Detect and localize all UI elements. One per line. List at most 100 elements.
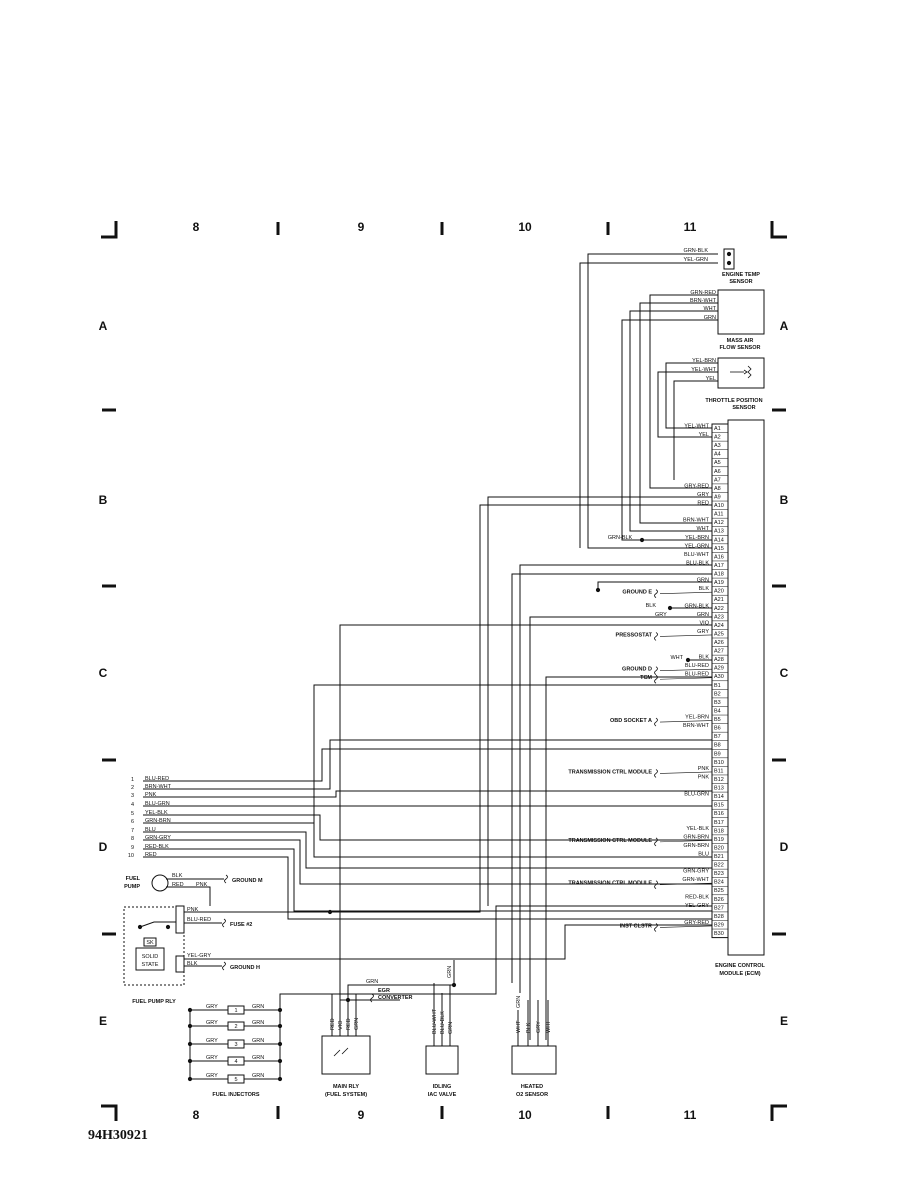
wire-label: BLK bbox=[187, 961, 198, 967]
o2-sensor-body bbox=[511, 1045, 557, 1075]
pin-dot bbox=[726, 251, 732, 257]
grid-column-label-top: 8 bbox=[193, 220, 200, 234]
wire-label: GRN bbox=[516, 996, 522, 1008]
wire-engine-temp-yel-grn bbox=[579, 262, 718, 548]
fuel-injectors-name: FUEL INJECTORS bbox=[212, 1092, 259, 1098]
ecm-pin-number: B8 bbox=[714, 743, 721, 749]
ecm-pin-number: A23 bbox=[714, 614, 724, 620]
ground-hook-icon bbox=[222, 918, 226, 928]
ecm-pin-destination: GROUND D bbox=[622, 667, 652, 673]
ecm-pin-number: B3 bbox=[714, 700, 721, 706]
harness-number: 2 bbox=[131, 785, 134, 791]
ecm-pin-number: B4 bbox=[714, 708, 721, 714]
corner-mark bbox=[770, 1104, 787, 1121]
harness-wire bbox=[143, 839, 712, 885]
solid-state-module bbox=[135, 947, 165, 971]
ecm-pin-number: B22 bbox=[714, 863, 724, 869]
ecm-pin-destination: TRANSMISSION CTRL MODULE bbox=[568, 769, 652, 775]
ground-label: GROUND H bbox=[230, 965, 260, 971]
ecm-pin-number: A29 bbox=[714, 666, 724, 672]
harness-wire bbox=[143, 856, 712, 920]
ecm-pin-wire-label: GRN bbox=[697, 612, 709, 618]
harness-number: 5 bbox=[131, 811, 134, 817]
wire-label: GRN bbox=[252, 1020, 264, 1026]
ecm-pin-wire-label: VIO bbox=[700, 620, 710, 626]
wire-tps-yel-brn bbox=[665, 362, 718, 429]
ecm-pin-destination: TRANSMISSION CTRL MODULE bbox=[568, 838, 652, 844]
ecm-name: ENGINE CONTROL bbox=[715, 963, 765, 969]
wire-label: YEL-WHT bbox=[691, 367, 716, 373]
o2-name: O2 SENSOR bbox=[516, 1092, 548, 1098]
wire-a30-blu-red bbox=[313, 684, 712, 840]
wire-label: BLK bbox=[646, 603, 657, 609]
ecm-pin-wire-label: GRN-BRN bbox=[683, 834, 709, 840]
connector-hook-icon bbox=[654, 837, 658, 847]
o2-wire-label: WHT bbox=[546, 1020, 552, 1033]
wire-main-relay-grn bbox=[347, 984, 454, 1000]
ecm-pin-number: A7 bbox=[714, 477, 721, 483]
wire-label: GRN-BLK bbox=[684, 248, 709, 254]
wire-a23-grn bbox=[529, 616, 712, 1040]
ecm-pin-lead bbox=[659, 925, 713, 928]
main-relay-wire-label: RED bbox=[346, 1018, 352, 1030]
ecm-pin-lead bbox=[659, 771, 713, 774]
tps-name: SENSOR bbox=[732, 405, 755, 411]
ecm-pin-wire-label: BLU bbox=[698, 852, 709, 858]
grid-row-label-left: A bbox=[99, 319, 108, 333]
wire-label: GRN-RED bbox=[690, 290, 716, 296]
ecm-pin-number: B18 bbox=[714, 828, 724, 834]
grid-column-label-bottom: 8 bbox=[193, 1108, 200, 1122]
ecm-pin-number: A1 bbox=[714, 426, 721, 432]
wire-tps-yel bbox=[673, 380, 718, 480]
ecm-pin-wire-label: WHT bbox=[696, 526, 709, 532]
grid-row-label-right: A bbox=[780, 319, 789, 333]
iac-name: IAC VALVE bbox=[428, 1092, 457, 1098]
ecm-pin-number: A18 bbox=[714, 572, 724, 578]
document-id: 94H30921 bbox=[88, 1128, 148, 1143]
wire-label: GRY bbox=[206, 1055, 218, 1061]
harness-wire bbox=[143, 814, 712, 841]
ecm-pin-number: A20 bbox=[714, 589, 724, 595]
ecm-pin-lead bbox=[659, 840, 713, 843]
ecm-pin-wire-label: GRN-WHT bbox=[682, 877, 709, 883]
wire-label: GRN bbox=[252, 1038, 264, 1044]
harness-wire bbox=[143, 790, 712, 798]
harness-wire bbox=[143, 739, 712, 790]
wire-label: BLK bbox=[172, 873, 183, 879]
corner-mark bbox=[101, 221, 118, 239]
pin-dot bbox=[726, 260, 732, 266]
ecm-pin-number: B13 bbox=[714, 786, 724, 792]
wire-label: GRY bbox=[206, 1004, 218, 1010]
ecm-pin-number: B26 bbox=[714, 897, 724, 903]
ecm-pin-wire-label: RED-BLK bbox=[685, 894, 709, 900]
fuel-pump-relay-name: FUEL PUMP RLY bbox=[132, 999, 176, 1005]
ecm-pin-number: B15 bbox=[714, 803, 724, 809]
wire-tps-yel-wht bbox=[657, 371, 718, 438]
grid-tick bbox=[102, 758, 116, 762]
fuse-label: FUSE #2 bbox=[230, 922, 252, 928]
grid-tick bbox=[276, 222, 280, 235]
grid-row-label-left: D bbox=[99, 840, 108, 854]
wire-a9-gry bbox=[487, 496, 712, 906]
wire-a10-red bbox=[330, 504, 712, 913]
sk-label: SK bbox=[146, 940, 154, 946]
ecm-pin-wire-label: GRN-GRY bbox=[683, 869, 709, 875]
grid-row-label-right: D bbox=[780, 840, 789, 854]
connector-hook-icon bbox=[654, 717, 658, 727]
ecm-pin-number: A27 bbox=[714, 649, 724, 655]
fuel-pump-motor-icon bbox=[151, 874, 169, 892]
ecm-name: MODULE (ECM) bbox=[719, 971, 760, 977]
wire-engine-temp-grn-blk bbox=[587, 253, 718, 549]
fuel-pump-name: FUEL bbox=[126, 876, 141, 882]
ecm-pin-number: B7 bbox=[714, 734, 721, 740]
relay-switch-icon bbox=[333, 1047, 349, 1057]
grid-column-label-bottom: 9 bbox=[358, 1108, 365, 1122]
grid-row-label-right: E bbox=[780, 1014, 788, 1028]
ecm-pin-number: A16 bbox=[714, 554, 724, 560]
ecm-pin-number: A22 bbox=[714, 606, 724, 612]
fuel-injector-2 bbox=[227, 1021, 245, 1031]
wire-label: BLU-RED bbox=[187, 917, 211, 923]
ecm-pin-number: B19 bbox=[714, 837, 724, 843]
harness-wire-label: BLU-RED bbox=[145, 776, 169, 782]
